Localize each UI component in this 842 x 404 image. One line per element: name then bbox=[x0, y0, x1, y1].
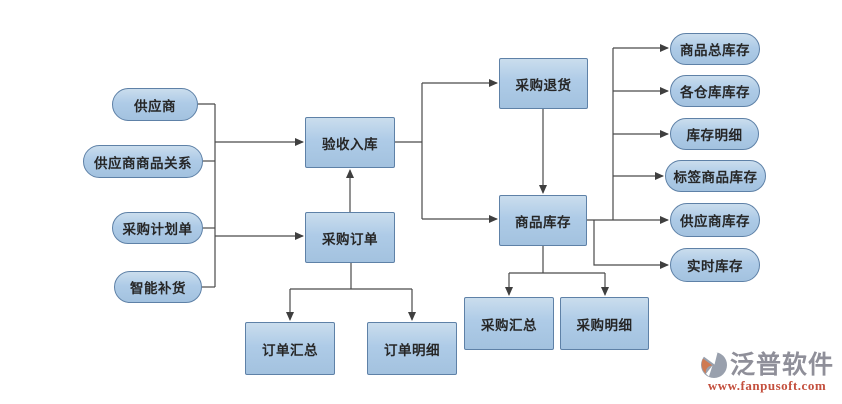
node-purchase-order: 采购订单 bbox=[305, 212, 395, 263]
fanpu-logo-icon bbox=[701, 351, 727, 378]
node-purchase-detail: 采购明细 bbox=[560, 297, 649, 350]
node-purchase-plan: 采购计划单 bbox=[112, 212, 203, 244]
node-total-product-inventory: 商品总库存 bbox=[670, 33, 760, 65]
node-warehouse-inventory: 各仓库库存 bbox=[670, 75, 760, 107]
node-supplier: 供应商 bbox=[112, 88, 198, 121]
node-order-detail: 订单明细 bbox=[367, 322, 457, 375]
node-purchase-summary: 采购汇总 bbox=[464, 297, 554, 350]
brand-url: www.fanpusoft.com bbox=[707, 378, 827, 393]
brand-name: 泛普软件 bbox=[730, 350, 835, 379]
brand-watermark: 泛普软件 www.fanpusoft.com bbox=[700, 351, 834, 394]
node-receiving-warehousing: 验收入库 bbox=[305, 117, 395, 168]
node-order-summary: 订单汇总 bbox=[245, 322, 335, 375]
node-inventory-detail: 库存明细 bbox=[670, 118, 759, 150]
node-product-inventory: 商品库存 bbox=[499, 195, 587, 246]
node-supplier-inventory: 供应商库存 bbox=[670, 203, 760, 237]
node-realtime-inventory: 实时库存 bbox=[670, 248, 760, 282]
node-purchase-return: 采购退货 bbox=[499, 58, 588, 109]
node-supplier-product-relation: 供应商商品关系 bbox=[83, 145, 203, 178]
node-tag-product-inventory: 标签商品库存 bbox=[665, 160, 766, 192]
node-smart-replenishment: 智能补货 bbox=[114, 271, 202, 303]
